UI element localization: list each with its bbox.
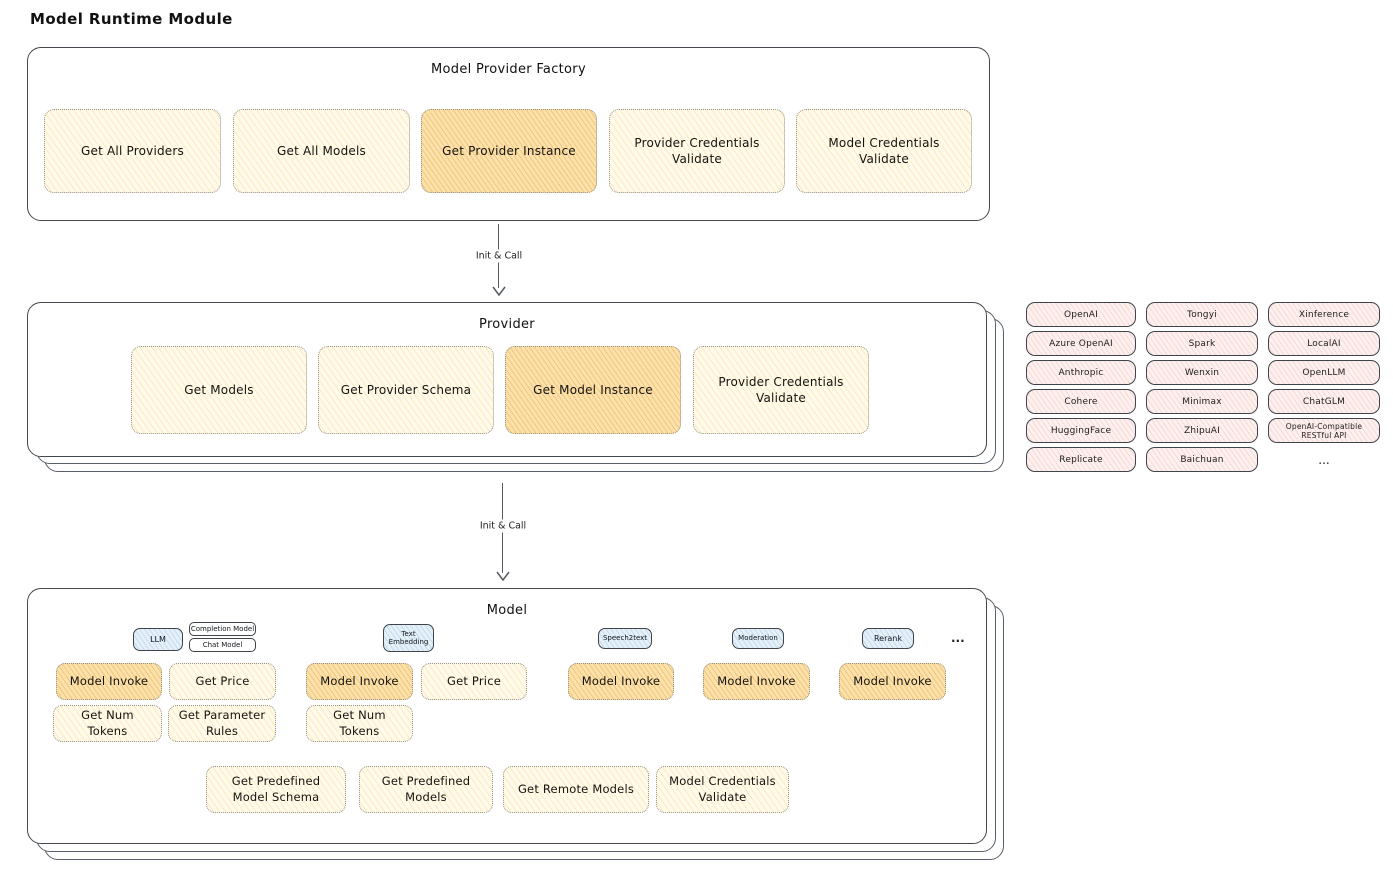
arrow-head-icon [496, 571, 510, 581]
arrow-factory-to-provider: Init & Call [470, 224, 528, 296]
node-embedding-model-invoke: Model Invoke [306, 663, 413, 700]
tag-llm: LLM [133, 628, 183, 651]
tag-completion-model: Completion Model [189, 622, 256, 636]
factory-title: Model Provider Factory [431, 62, 586, 77]
provider-cell-cohere: Cohere [1026, 389, 1136, 414]
provider-cell-openllm: OpenLLM [1268, 360, 1380, 385]
node-model-credentials-validate2: Model Credentials Validate [656, 766, 789, 813]
model-box: Model LLM Completion Model Chat Model Te… [27, 588, 987, 844]
node-get-model-instance: Get Model Instance [505, 346, 681, 434]
tag-speech2text: Speech2text [598, 628, 652, 649]
node-get-all-providers: Get All Providers [44, 109, 221, 193]
provider-cell-spark: Spark [1146, 331, 1258, 356]
model-title: Model [486, 603, 528, 618]
node-embedding-get-num-tokens: Get Num Tokens [306, 705, 413, 742]
tag-chat-model: Chat Model [189, 638, 256, 652]
node-get-provider-schema: Get Provider Schema [318, 346, 494, 434]
arrow-label-init-call: Init & Call [470, 249, 528, 263]
node-provider-credentials-validate2: Provider Credentials Validate [693, 346, 869, 434]
arrow-label-init-call: Init & Call [474, 519, 532, 533]
node-llm-get-parameter-rules: Get Parameter Rules [168, 705, 276, 742]
tag-moderation: Moderation [732, 628, 784, 649]
arrow-head-icon [492, 286, 506, 296]
provider-cell-baichuan: Baichuan [1146, 447, 1258, 472]
node-llm-get-price: Get Price [169, 663, 276, 700]
provider-cell-localai: LocalAI [1268, 331, 1380, 356]
node-get-models: Get Models [131, 346, 307, 434]
tag-rerank: Rerank [862, 628, 914, 649]
node-provider-credentials-validate: Provider Credentials Validate [609, 109, 785, 193]
provider-cell-openai-compatible: OpenAI-Compatible RESTful API [1268, 418, 1380, 443]
provider-cell-replicate: Replicate [1026, 447, 1136, 472]
provider-cell-tongyi: Tongyi [1146, 302, 1258, 327]
node-get-remote-models: Get Remote Models [503, 766, 649, 813]
node-embedding-get-price: Get Price [421, 663, 527, 700]
provider-cell-chatglm: ChatGLM [1268, 389, 1380, 414]
node-model-credentials-validate: Model Credentials Validate [796, 109, 972, 193]
node-get-all-models: Get All Models [233, 109, 410, 193]
arrow-provider-to-model: Init & Call [474, 483, 532, 581]
node-get-predefined-model-schema: Get Predefined Model Schema [206, 766, 346, 813]
providers-grid: OpenAI Tongyi Xinference Azure OpenAI Sp… [1026, 302, 1380, 472]
provider-cell-minimax: Minimax [1146, 389, 1258, 414]
provider-cell-xinference: Xinference [1268, 302, 1380, 327]
factory-box: Model Provider Factory Get All Providers… [27, 47, 990, 221]
node-rerank-model-invoke: Model Invoke [839, 663, 946, 700]
provider-cell-zhipuai: ZhipuAI [1146, 418, 1258, 443]
node-get-predefined-models: Get Predefined Models [359, 766, 493, 813]
provider-box: Provider Get Models Get Provider Schema … [27, 302, 987, 457]
provider-cell-wenxin: Wenxin [1146, 360, 1258, 385]
page-title: Model Runtime Module [30, 10, 233, 28]
provider-cell-huggingface: HuggingFace [1026, 418, 1136, 443]
node-llm-get-num-tokens: Get Num Tokens [53, 705, 162, 742]
provider-cell-azure-openai: Azure OpenAI [1026, 331, 1136, 356]
provider-cell-anthropic: Anthropic [1026, 360, 1136, 385]
node-speech2text-model-invoke: Model Invoke [568, 663, 674, 700]
providers-more-ellipsis: ... [1318, 452, 1330, 467]
provider-cell-openai: OpenAI [1026, 302, 1136, 327]
node-get-provider-instance: Get Provider Instance [421, 109, 597, 193]
node-moderation-model-invoke: Model Invoke [703, 663, 810, 700]
node-llm-model-invoke: Model Invoke [56, 663, 162, 700]
tags-more-ellipsis: ... [951, 631, 965, 645]
tag-text-embedding: Text Embedding [383, 624, 434, 652]
provider-title: Provider [479, 317, 535, 332]
